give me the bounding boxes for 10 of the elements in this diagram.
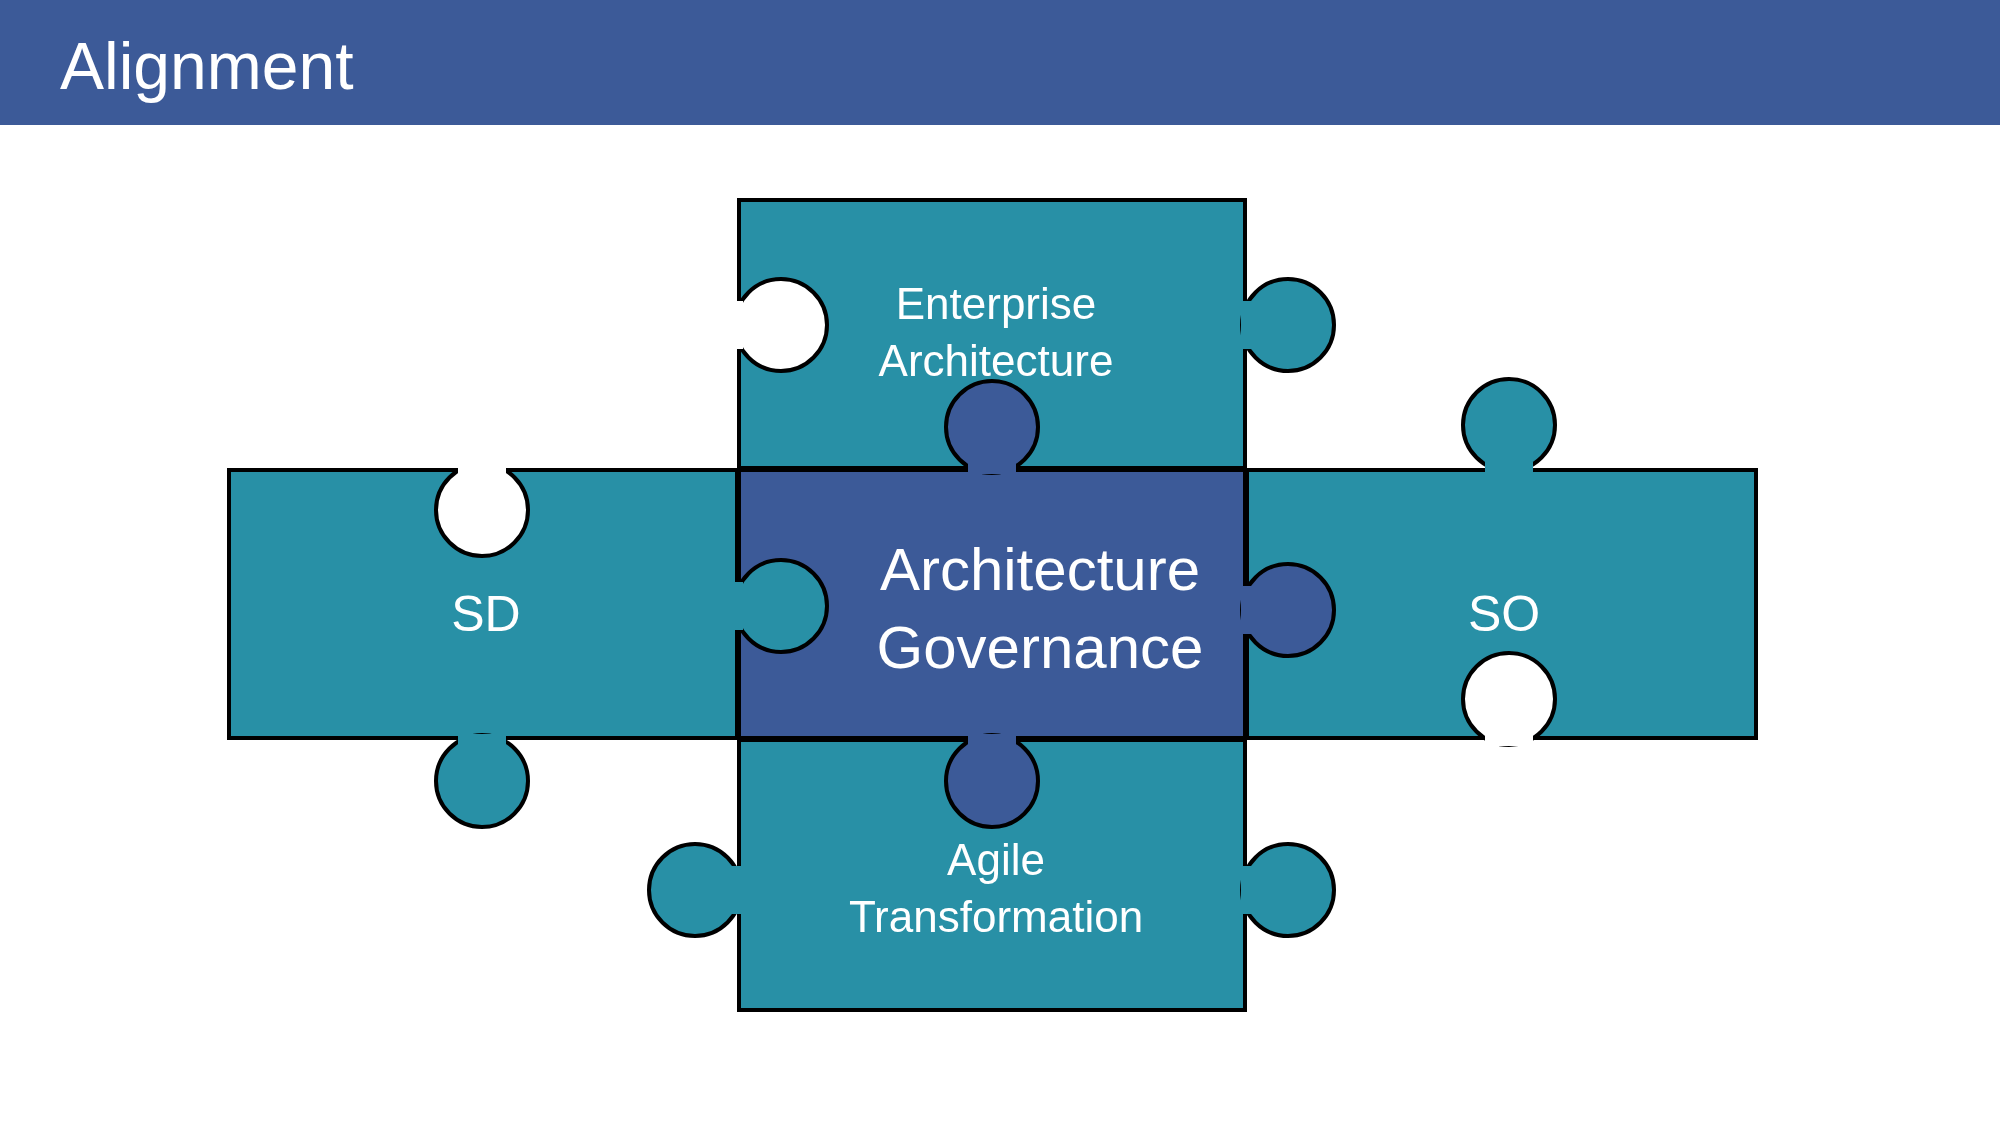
puzzle-piece xyxy=(1245,468,1758,740)
piece-label: SO xyxy=(1466,584,1542,644)
piece-label: Architecture Governance xyxy=(875,535,1205,683)
puzzle-piece xyxy=(737,468,1247,740)
piece-label: Enterprise Architecture xyxy=(877,277,1115,387)
puzzle-piece xyxy=(227,468,739,740)
slide-title: Alignment xyxy=(60,28,354,104)
piece-label: Agile Transformation xyxy=(847,833,1145,943)
puzzle-piece xyxy=(737,738,1247,1012)
piece-label: SD xyxy=(450,584,522,644)
